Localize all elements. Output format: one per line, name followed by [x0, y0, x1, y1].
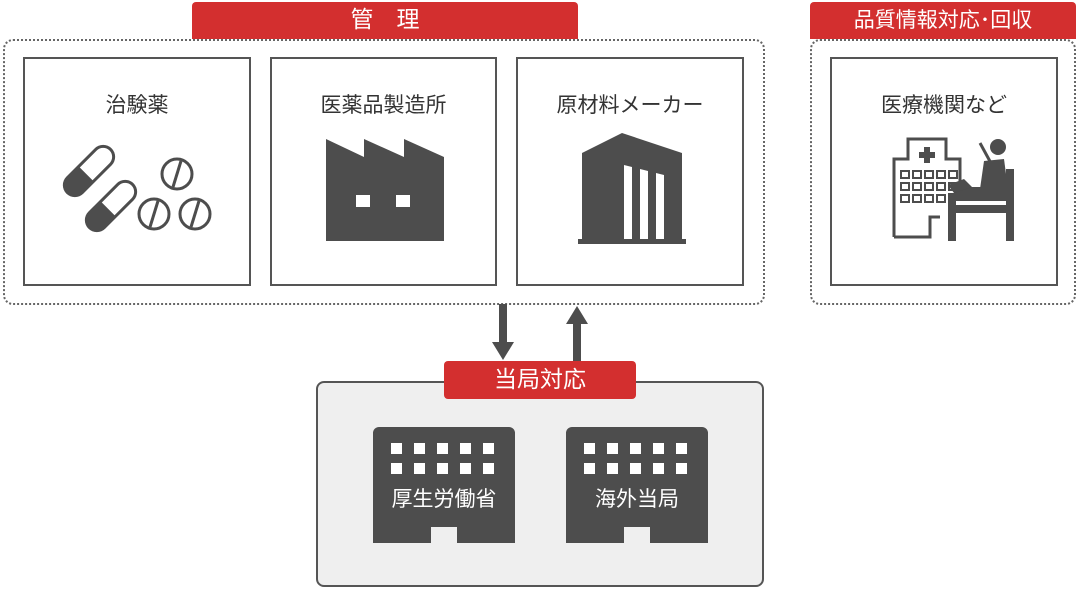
card-label: 治験薬: [105, 93, 169, 117]
pills-icon: [62, 144, 212, 233]
quality-group: [810, 39, 1076, 305]
card-medical-institutions: 医療機関など: [830, 57, 1058, 286]
quality-tag: 品質情報対応･回収: [810, 2, 1076, 39]
authority-tag: 当局対応: [444, 361, 636, 399]
arrow-down-to-authority: [492, 304, 514, 360]
building-foreign-authority: 海外当局: [566, 427, 708, 543]
factory-icon: [326, 139, 444, 241]
building-label: 厚生労働省: [391, 487, 497, 511]
card-label: 医薬品製造所: [320, 93, 447, 117]
card-investigational-drug: 治験薬: [23, 57, 251, 286]
card-label: 原材料メーカー: [556, 93, 704, 117]
arrow-up-from-authority: [566, 306, 588, 362]
card-label: 医療機関など: [881, 93, 1007, 117]
management-group: [3, 39, 765, 305]
building-mhlw: 厚生労働省: [373, 427, 515, 543]
card-drug-manufacturing-site: 医薬品製造所: [270, 57, 497, 286]
hospital-icon: [892, 137, 1014, 241]
management-tag: 管 理: [192, 2, 578, 39]
government-building-icon: [566, 427, 708, 543]
government-building-icon: [373, 427, 515, 543]
building-label: 海外当局: [595, 487, 679, 511]
card-raw-material-maker: 原材料メーカー: [516, 57, 744, 286]
office-building-icon: [578, 133, 686, 244]
